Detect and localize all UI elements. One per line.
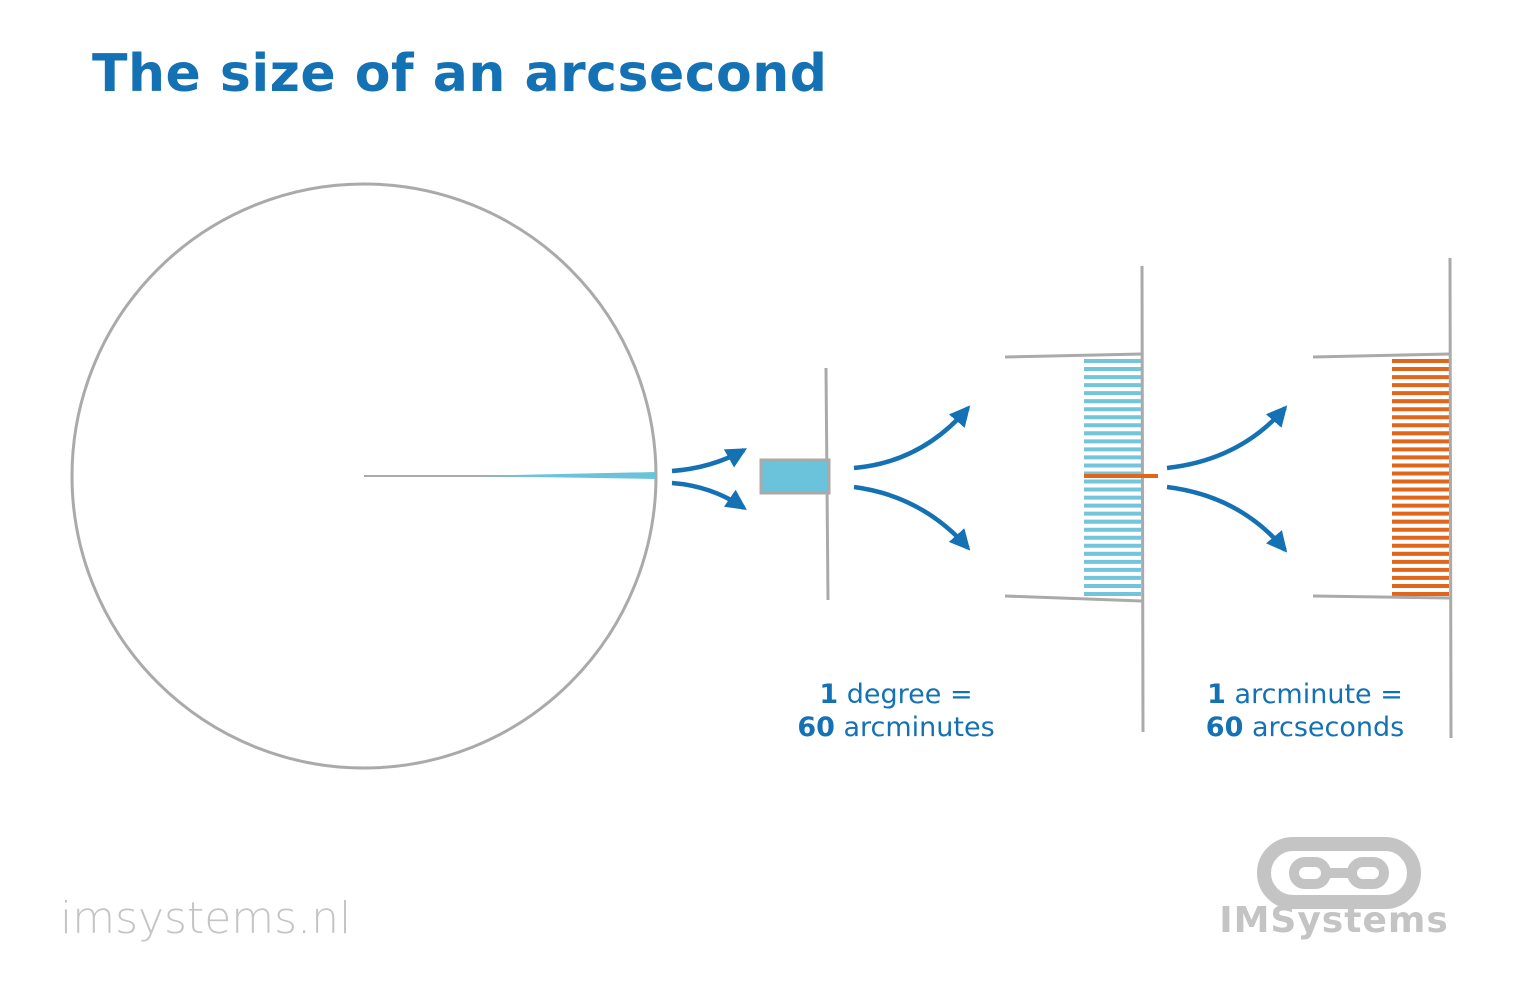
arcminute-caption-number: 1 [1207,679,1226,710]
infinity-chain-icon [1257,837,1421,909]
arcminutes-caption-number: 60 [797,712,835,743]
full-circle-group [70,182,658,770]
arcsecond-bottom-edge [1312,594,1451,600]
arrow-up-1 [671,448,748,474]
arcminute-caption-text: arcminute = [1225,679,1403,710]
arcminute-closeup [1004,265,1158,733]
arcminute-arc-line [1140,265,1145,733]
website-url: imsystems.nl [60,893,352,944]
arcsecond-lines-group [1392,359,1449,596]
arcminute-bottom-edge [1004,594,1143,603]
arcsecond-top-edge [1312,352,1451,359]
arcsecond-arc-line [1448,257,1453,739]
arcsecond-closeup [1312,257,1453,739]
degree-caption-text: degree = [838,679,973,710]
arrow-down-3 [1166,484,1288,553]
arcminute-caption: 1 arcminute = 60 arcseconds [1183,678,1427,744]
degree-caption-number: 1 [819,679,839,710]
company-logo-text: IMSystems [1219,900,1449,941]
arcseconds-caption-number: 60 [1205,712,1244,743]
degree-block [759,458,831,495]
arcminutes-caption-text: arcminutes [834,712,995,743]
degree-closeup [759,367,831,601]
degree-wedge [470,472,656,479]
degree-caption: 1 degree = 60 arcminutes [778,678,1014,744]
arcseconds-caption-text: arcseconds [1243,712,1405,743]
arrow-down-2 [853,484,971,551]
arrow-down-1 [671,480,747,510]
arcminute-lines-group [1084,359,1141,596]
arcminute-top-edge [1004,352,1143,359]
arrow-up-3 [1166,405,1288,471]
page-title: The size of an arcsecond [92,44,828,104]
arrow-up-2 [853,405,971,471]
